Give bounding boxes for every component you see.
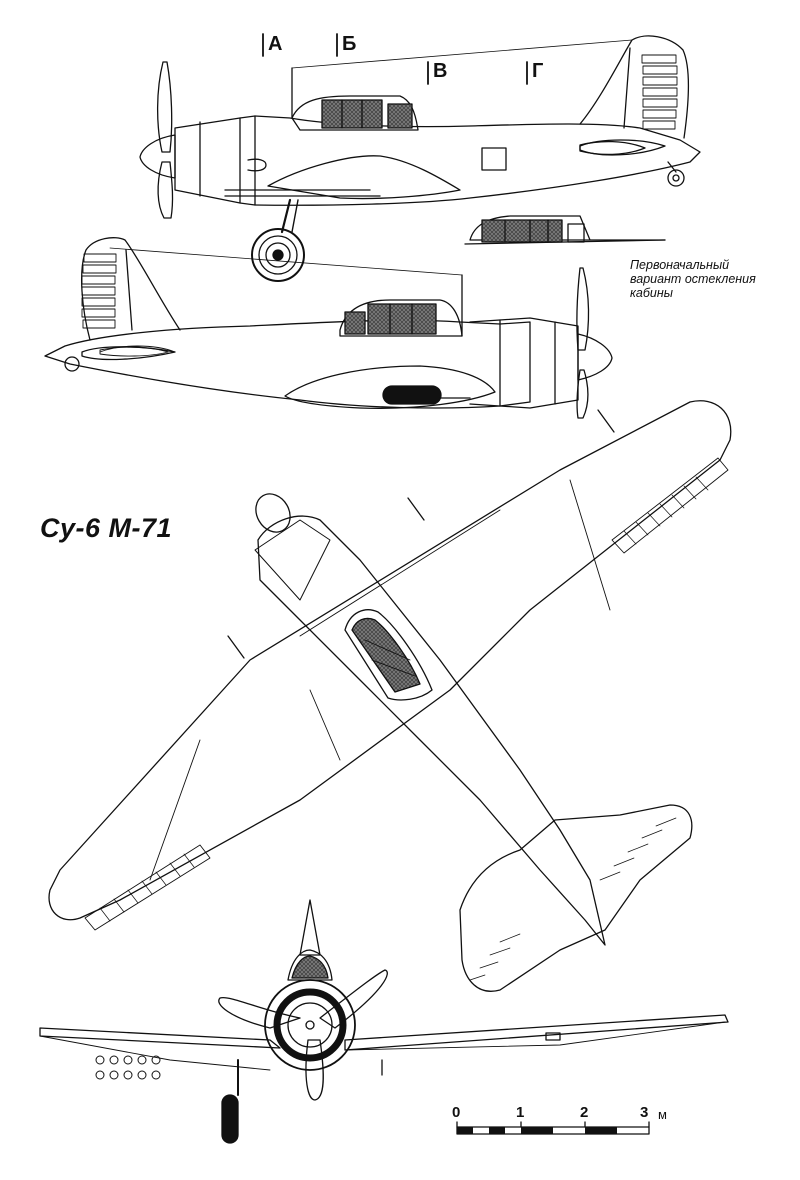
drawing-title: Су-6 М-71 [40,513,173,543]
scale-tick-3: 3 [640,1104,649,1121]
front-view [39,899,729,1144]
scale-unit: м [658,1107,667,1122]
canopy-caption-line-1: Первоначальный [630,258,730,272]
scale-tick-1: 1 [516,1104,525,1121]
scale-bar [456,1121,650,1135]
plan-view [48,400,732,992]
scale-tick-2: 2 [580,1104,589,1121]
side-view-bottom [44,237,613,419]
original-canopy-detail [464,215,666,245]
canopy-caption: Первоначальный вариант остекления кабины [630,258,800,300]
section-marker-b: Б [342,33,357,55]
scale-tick-0: 0 [452,1104,461,1121]
side-view-top [139,33,701,282]
canopy-caption-line-2: вариант остекления [630,272,756,286]
section-marker-g: Г [532,60,544,82]
section-marker-v: В [433,60,448,82]
section-marker-a: А [268,33,283,55]
canopy-caption-line-3: кабины [630,286,673,300]
